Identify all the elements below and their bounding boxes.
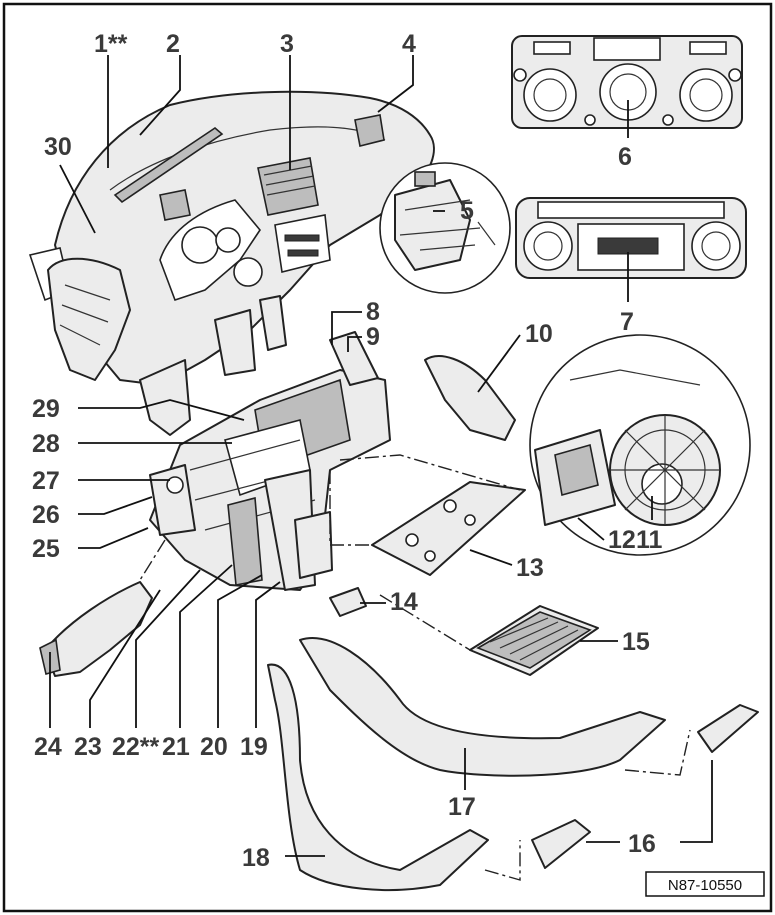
callout-4: 4 — [402, 30, 416, 58]
callout-7: 7 — [620, 308, 634, 336]
air-outlet-16a — [531, 819, 591, 869]
reference-code-box — [645, 871, 765, 897]
callout-10: 10 — [525, 320, 553, 348]
control-panel-7 — [515, 197, 747, 279]
callout-26: 26 — [32, 501, 60, 529]
callout-9: 9 — [366, 323, 380, 351]
callout-30: 30 — [44, 133, 72, 161]
footwell-duct-23 — [44, 581, 153, 677]
callout-16: 16 — [628, 830, 656, 858]
callout-12: 12 — [608, 526, 636, 554]
pollen-filter-15 — [469, 605, 599, 676]
alignment-line-d — [624, 729, 691, 776]
callout-1: 1** — [94, 30, 128, 58]
clip-14 — [329, 587, 367, 617]
inset-blower — [529, 334, 751, 556]
callout-14: 14 — [390, 588, 418, 616]
callout-20: 20 — [200, 733, 228, 761]
reference-code: N87-10550 — [668, 877, 742, 894]
callout-19: 19 — [240, 733, 268, 761]
callout-17: 17 — [448, 793, 476, 821]
callout-21: 21 — [162, 733, 190, 761]
alignment-line-a — [339, 454, 521, 491]
alignment-line-b — [329, 470, 372, 546]
callout-3: 3 — [280, 30, 294, 58]
callout-24: 24 — [34, 733, 62, 761]
callout-5: 5 — [460, 197, 474, 225]
alignment-line-f — [139, 539, 166, 581]
air-duct-10 — [424, 355, 516, 441]
alignment-line-e — [484, 840, 521, 881]
leader-lines — [49, 55, 713, 857]
callout-29: 29 — [32, 395, 60, 423]
callout-2: 2 — [166, 30, 180, 58]
rear-duct-17 — [299, 637, 666, 777]
callout-23: 23 — [74, 733, 102, 761]
control-panel-6 — [511, 35, 743, 129]
callout-6: 6 — [618, 143, 632, 171]
callout-25: 25 — [32, 535, 60, 563]
air-outlet-16b — [697, 704, 759, 753]
rear-duct-18 — [267, 663, 489, 891]
inset-detail-5 — [379, 162, 511, 294]
heater-unit — [149, 331, 391, 591]
callout-15: 15 — [622, 628, 650, 656]
dashboard-panel — [28, 90, 435, 436]
callout-27: 27 — [32, 467, 60, 495]
callout-8: 8 — [366, 298, 380, 326]
alignment-line-c — [379, 594, 471, 651]
callout-22: 22** — [112, 733, 160, 761]
cover-plate-13 — [371, 481, 526, 576]
callout-28: 28 — [32, 430, 60, 458]
callout-labels: 1** 2 3 4 5 6 7 8 9 10 11 12 13 14 15 16… — [32, 30, 663, 872]
callout-13: 13 — [516, 554, 544, 582]
callout-18: 18 — [242, 844, 270, 872]
callout-11: 11 — [636, 526, 663, 554]
